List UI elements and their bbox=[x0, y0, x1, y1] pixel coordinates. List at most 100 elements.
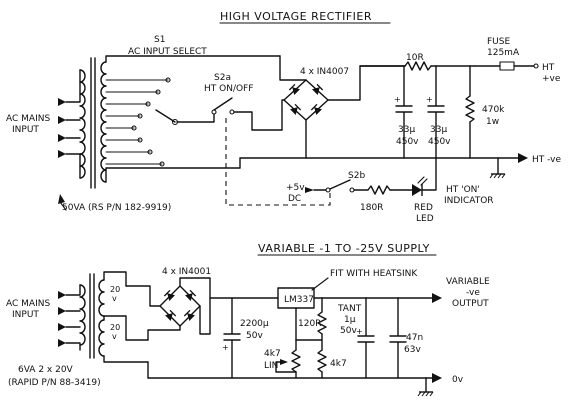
cap-2200u-symbol bbox=[223, 297, 241, 379]
lv-bridge-diamond bbox=[159, 285, 201, 327]
ht-neg-ground bbox=[489, 173, 506, 179]
pot-4k7-symbol bbox=[291, 349, 301, 373]
s1-contact bbox=[159, 161, 165, 167]
variable-supply-circuit: VARIABLE -1 TO -25V SUPPLY AC MAINS INPU… bbox=[6, 242, 490, 397]
s2a-id: S2a bbox=[214, 73, 231, 83]
led-resistor bbox=[367, 185, 391, 195]
s1-ac-input-select: S1 AC INPUT SELECT bbox=[105, 35, 215, 167]
lv-secondary-1 bbox=[98, 279, 105, 317]
led-emission-arrows bbox=[417, 176, 428, 186]
s2a-lever bbox=[213, 97, 233, 111]
cap-2200u: + 2200µ 50v bbox=[222, 297, 269, 379]
fuse-label: FUSE bbox=[487, 37, 510, 47]
tant-label-1: TANT bbox=[337, 304, 362, 314]
lm337-regulator: LM337 FIT WITH HEATSINK VARIABLE -ve OUT… bbox=[277, 269, 490, 309]
hv-rectifier-title: HIGH VOLTAGE RECTIFIER bbox=[220, 10, 372, 23]
hv-rectifier-circuit: HIGH VOLTAGE RECTIFIER AC MAINS INPUT 50… bbox=[6, 10, 561, 224]
lv-sec-mid-wire bbox=[103, 315, 149, 341]
input-arrow bbox=[58, 116, 66, 124]
r-4k7-label: 4k7 bbox=[330, 359, 347, 369]
dc-label-2: DC bbox=[288, 194, 301, 204]
bridge-ac-in bbox=[281, 99, 285, 131]
cap1-symbol bbox=[395, 65, 413, 159]
bleeder-power: 1w bbox=[486, 117, 499, 127]
cap2-plus: + bbox=[426, 95, 433, 104]
fuse-value: 125mA bbox=[487, 48, 520, 58]
mains-input-bottom: AC MAINS INPUT bbox=[6, 284, 81, 351]
sec-label-4: v bbox=[112, 332, 117, 341]
s2b-lever bbox=[329, 179, 351, 190]
cap2-voltage: 450v bbox=[428, 137, 451, 147]
hv-capacitor-2: + 33µ 450v bbox=[426, 65, 451, 159]
bridge-neg-out bbox=[239, 119, 307, 169]
hv-capacitor-1: + 33µ 450v bbox=[394, 65, 419, 159]
bleeder-resistor-symbol bbox=[465, 95, 475, 123]
cap-tant-symbol bbox=[357, 297, 375, 379]
cap-47n: 47n 63v bbox=[389, 297, 423, 379]
hv-bridge-label: 4 x IN4007 bbox=[300, 67, 349, 77]
cap-out-voltage: 63v bbox=[404, 345, 421, 355]
bridge-ac-in bbox=[279, 55, 307, 81]
cap1-plus: + bbox=[394, 95, 401, 104]
bleeder-value: 470k bbox=[482, 105, 505, 115]
input-arrow bbox=[58, 339, 66, 347]
s1-name: AC INPUT SELECT bbox=[128, 47, 207, 57]
pot-wiper bbox=[280, 359, 288, 365]
mains-label-bottom-2: INPUT bbox=[12, 310, 39, 320]
s1-contact bbox=[147, 149, 153, 155]
cap2-value: 33µ bbox=[430, 125, 447, 135]
led-symbol bbox=[412, 184, 422, 196]
pot-4k7: 4k7 LIN bbox=[264, 339, 301, 379]
s2a-to-bridge-wire bbox=[233, 111, 283, 131]
lv-primary-winding bbox=[79, 284, 86, 346]
pot-type: LIN bbox=[264, 361, 278, 371]
cap-47n-symbol bbox=[389, 297, 407, 379]
s1-contact bbox=[155, 89, 161, 95]
ht-negative-arrow bbox=[518, 153, 528, 163]
resistor-10r-label: 10R bbox=[406, 53, 424, 63]
output-label-2: -ve bbox=[466, 288, 480, 298]
mains-label-top-1: AC MAINS bbox=[6, 114, 50, 124]
s1-contact bbox=[131, 125, 137, 131]
sec-label-2: v bbox=[112, 294, 117, 303]
cap1-value: 33µ bbox=[398, 125, 415, 135]
cap-tant: + TANT 1µ 50v bbox=[337, 297, 375, 379]
zero-volt-ground bbox=[417, 391, 434, 397]
ht-indicator-circuit: S2b +5v DC 180R RED LED HT 'ON' INDICATO… bbox=[286, 157, 494, 224]
input-arrow bbox=[58, 291, 66, 299]
hv-transformer: 50VA (RS P/N 182-9919) bbox=[58, 55, 281, 213]
bleeder-resistor: 470k 1w bbox=[465, 65, 505, 159]
ht-pos-label-2: +ve bbox=[542, 74, 561, 84]
bridge-diamond bbox=[283, 79, 329, 121]
input-arrow bbox=[58, 323, 66, 331]
s1-contact bbox=[145, 101, 151, 107]
pot-wiper-wire bbox=[275, 361, 297, 373]
hv-bridge-rectifier: 4 x IN4007 bbox=[239, 55, 406, 169]
r-adj-label: 120R bbox=[298, 319, 321, 329]
resistor-120r-symbol bbox=[317, 311, 327, 335]
s1-contact bbox=[137, 113, 143, 119]
primary-winding bbox=[79, 69, 86, 179]
cap-2200u-plus: + bbox=[222, 343, 229, 352]
zero-volt-arrow bbox=[432, 373, 442, 383]
mains-input-top: AC MAINS INPUT bbox=[6, 69, 81, 179]
output-label-1: VARIABLE bbox=[446, 277, 490, 287]
resistor-10r bbox=[404, 61, 432, 71]
secondary-top-wire bbox=[105, 55, 281, 63]
input-arrow bbox=[58, 98, 66, 106]
regulator-label: LM337 bbox=[284, 295, 314, 305]
input-arrow bbox=[58, 307, 66, 315]
lv-bridge-label: 4 x IN4001 bbox=[162, 267, 211, 277]
heatsink-note: FIT WITH HEATSINK bbox=[330, 269, 418, 279]
output-label-3: OUTPUT bbox=[452, 299, 489, 309]
sec-label-3: 20 bbox=[110, 323, 120, 332]
s1-contact bbox=[165, 77, 171, 83]
indicator-label-1: HT 'ON' bbox=[446, 185, 480, 195]
s1-id: S1 bbox=[154, 35, 165, 45]
s1-to-s2a-wire bbox=[176, 113, 215, 123]
r120-to-adj bbox=[295, 333, 323, 341]
sec-label-1: 20 bbox=[110, 285, 120, 294]
s2b-contact bbox=[325, 187, 331, 193]
resistor-4k7: 4k7 bbox=[317, 339, 347, 379]
cap-main-voltage: 50v bbox=[246, 331, 263, 341]
